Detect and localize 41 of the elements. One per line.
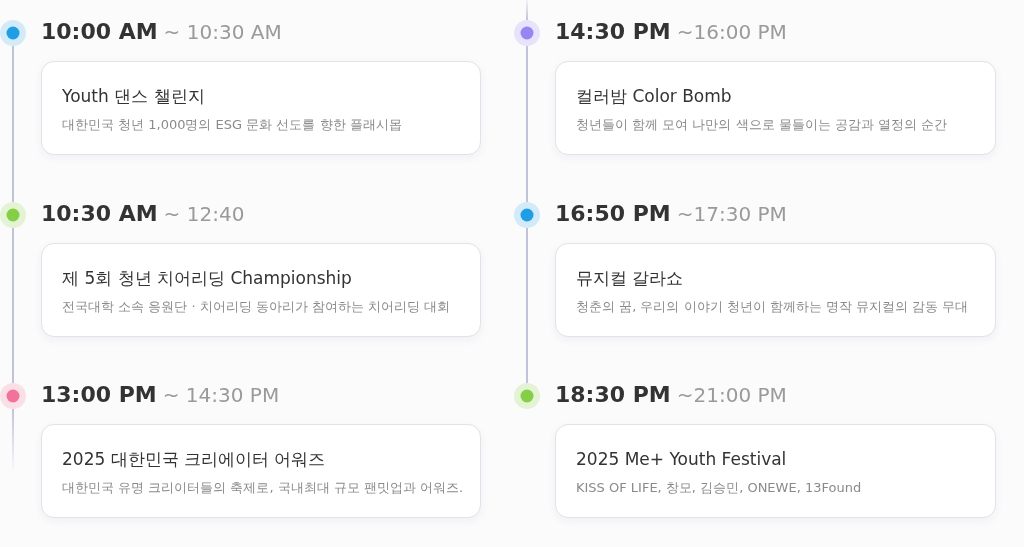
start-time: 18:30 PM (555, 382, 671, 407)
event-description: 청춘의 꿈, 우리의 이야기 청년이 함께하는 명작 뮤지컬의 감동 무대 (576, 298, 969, 316)
event-title: 제 5회 청년 치어리딩 Championship (62, 267, 352, 289)
timeline-dot (514, 202, 540, 228)
timeline-line (12, 45, 14, 203)
event-card (555, 243, 996, 337)
end-time: ~17:30 PM (676, 202, 787, 226)
start-time: 10:30 AM (41, 201, 158, 226)
event-title: 컬러밤 Color Bomb (576, 85, 732, 107)
event-description: 청년들이 함께 모여 나만의 색으로 물들이는 공감과 열정의 순간 (576, 116, 948, 134)
end-time: ~ 12:40 (163, 202, 245, 226)
event-title: 2025 대한민국 크리에이터 어워즈 (62, 448, 326, 470)
event-card (555, 61, 996, 155)
timeline-line (12, 227, 14, 384)
timeline-line (526, 0, 528, 21)
start-time: 16:50 PM (555, 201, 671, 226)
start-time: 14:30 PM (555, 19, 671, 44)
event-title: Youth 댄스 챌린지 (62, 85, 205, 107)
end-time: ~21:00 PM (676, 383, 787, 407)
end-time: ~16:00 PM (676, 20, 787, 44)
timeline-dot (0, 202, 26, 228)
event-card (41, 61, 481, 155)
end-time: ~ 14:30 PM (162, 383, 280, 407)
event-description: 대한민국 유명 크리이터들의 축제로, 국내최대 규모 팬밋업과 어워즈. (62, 479, 464, 497)
timeline-dot (514, 383, 540, 409)
end-time: ~ 10:30 AM (163, 20, 282, 44)
event-description: KISS OF LIFE, 창모, 김승민, ONEWE, 13Found (576, 479, 862, 497)
event-card (41, 424, 481, 518)
event-description: 전국대학 소속 응원단 · 치어리딩 동아리가 참여하는 치어리딩 대회 (62, 298, 451, 316)
event-title: 뮤지컬 갈라쇼 (576, 267, 684, 289)
timeline-dot (0, 383, 26, 409)
event-description: 대한민국 청년 1,000명의 ESG 문화 선도를 향한 플래시몹 (62, 116, 402, 134)
start-time: 13:00 PM (41, 382, 157, 407)
timeline-line (526, 45, 528, 203)
event-title: 2025 Me+ Youth Festival (576, 448, 787, 470)
event-card (41, 243, 481, 337)
timeline-dot (514, 20, 540, 46)
timeline-line (526, 227, 528, 384)
timeline-dot (0, 20, 26, 46)
start-time: 10:00 AM (41, 19, 158, 44)
event-card (555, 424, 996, 518)
